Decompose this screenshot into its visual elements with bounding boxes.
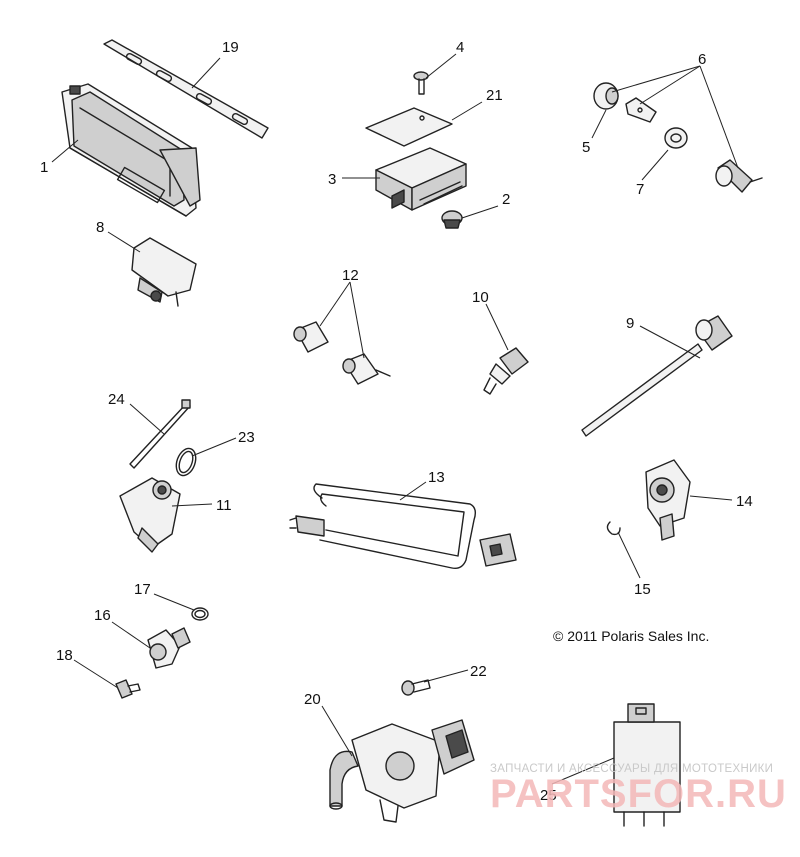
callout-24: 24 xyxy=(108,391,125,408)
callout-9: 9 xyxy=(626,315,634,332)
callout-17: 17 xyxy=(134,581,151,598)
part-18-bolt xyxy=(115,679,141,699)
part-20-throttle-body xyxy=(329,719,475,823)
callout-1: 1 xyxy=(40,159,48,176)
part-14-knock-sensor xyxy=(645,459,691,541)
leader-lines xyxy=(51,53,739,785)
part-9-rod-sensor xyxy=(581,315,733,437)
watermark-brand: PARTSFOR.RU xyxy=(490,772,787,816)
part-23-oring xyxy=(175,447,197,477)
callout-23: 23 xyxy=(238,429,255,446)
part-17-oring xyxy=(191,607,209,621)
callout-labels: 1 19 4 21 3 2 6 5 7 8 12 10 9 24 23 11 1… xyxy=(40,39,753,804)
part-6-clip xyxy=(625,97,657,123)
part-3-module xyxy=(375,147,467,211)
part-16-sensor xyxy=(147,627,191,669)
part-4-screw xyxy=(413,71,429,95)
part-22-screw xyxy=(401,679,431,696)
part-1-ecu xyxy=(61,83,201,217)
callout-2: 2 xyxy=(502,191,510,208)
part-5-cap xyxy=(593,82,619,110)
callout-12: 12 xyxy=(342,267,359,284)
callout-19: 19 xyxy=(222,39,239,56)
part-11-tps xyxy=(119,477,181,553)
callout-16: 16 xyxy=(94,607,111,624)
part-13-harness xyxy=(289,483,517,570)
callout-21: 21 xyxy=(486,87,503,104)
callout-5: 5 xyxy=(582,139,590,156)
callout-6: 6 xyxy=(698,51,706,68)
part-15-clip xyxy=(606,521,621,536)
part-2-plug xyxy=(441,210,463,229)
copyright-text: © 2011 Polaris Sales Inc. xyxy=(553,628,710,644)
callout-18: 18 xyxy=(56,647,73,664)
part-6-sensor xyxy=(715,159,763,193)
callout-3: 3 xyxy=(328,171,336,188)
callout-4: 4 xyxy=(456,39,464,56)
callout-11: 11 xyxy=(216,497,232,514)
part-24-tie xyxy=(129,399,191,469)
callout-15: 15 xyxy=(634,581,651,598)
part-12-injectors xyxy=(293,321,391,385)
callout-13: 13 xyxy=(428,469,445,486)
part-25-relay xyxy=(613,703,681,827)
watermark-tagline: ЗАПЧАСТИ И АКСЕССУАРЫ ДЛЯ МОТОТЕХНИКИ xyxy=(490,763,774,775)
callout-20: 20 xyxy=(304,691,321,708)
callout-7: 7 xyxy=(636,181,644,198)
callout-10: 10 xyxy=(472,289,489,306)
callout-25: 25 xyxy=(540,787,557,804)
part-10-temp-sensor xyxy=(483,347,529,395)
callout-8: 8 xyxy=(96,219,104,236)
part-7-washer xyxy=(664,127,688,149)
callout-14: 14 xyxy=(736,493,753,510)
part-21-cover xyxy=(365,107,453,147)
part-8-map-sensor xyxy=(131,237,197,307)
callout-22: 22 xyxy=(470,663,487,680)
part-19-bracket xyxy=(103,39,269,139)
